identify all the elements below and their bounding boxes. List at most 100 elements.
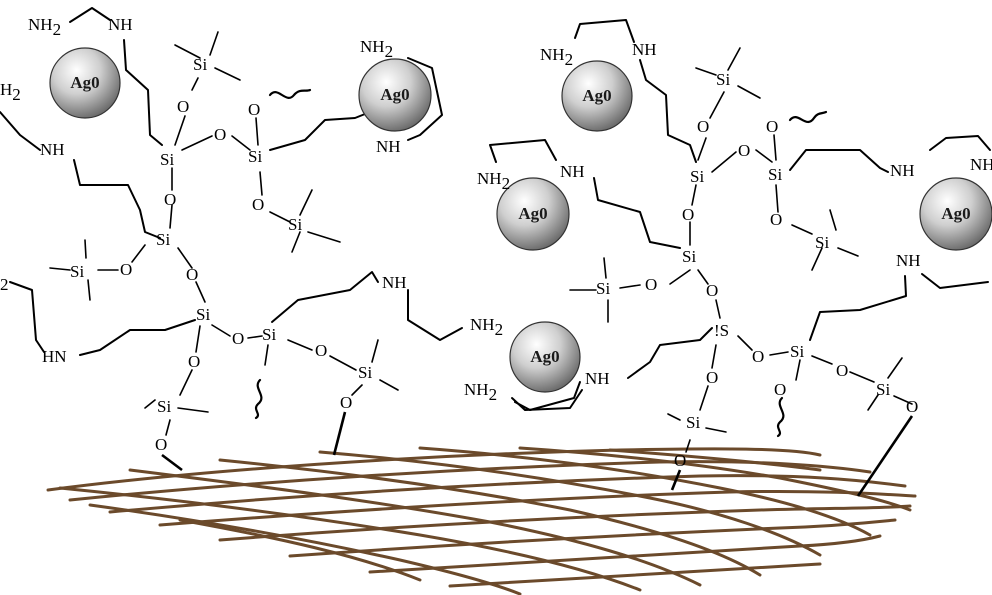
o-label: O (232, 329, 244, 348)
si-label: Si (157, 397, 171, 416)
o-label: O (697, 117, 709, 136)
silver-nanoparticle: Ag0 (49, 47, 121, 119)
si-label: Si (262, 325, 276, 344)
wavy-bond (268, 88, 312, 99)
o-label: O (674, 451, 686, 470)
right-cluster-labels: NH2 NH Si O Si O O Si NH NH O Si NH2 NH … (464, 40, 992, 470)
o-label: O (766, 117, 778, 136)
si-label: Si (876, 380, 890, 399)
nh-edge-label: NH (970, 155, 992, 174)
si-label: Si (193, 55, 207, 74)
ag-label: Ag0 (530, 347, 559, 366)
mesh-thread (58, 486, 642, 592)
nh-label: NH (376, 137, 401, 156)
nh-label: NH (890, 161, 915, 180)
wavy-bond (254, 378, 263, 420)
mesh-thread (318, 450, 822, 557)
nh2-label: NH2 (360, 37, 393, 61)
nh2-label: NH2 (464, 380, 497, 404)
o-label: O (214, 125, 226, 144)
nh-label: NH (896, 251, 921, 270)
si-label: Si (690, 167, 704, 186)
mesh-thread (108, 474, 907, 514)
o-label: O (248, 100, 260, 119)
mesh-thread (448, 562, 822, 588)
nh-label: NH (108, 15, 133, 34)
mesh-thread (518, 446, 912, 512)
mesh-thread (68, 460, 872, 502)
nh2-label: NH2 (470, 315, 503, 339)
mesh-thread (218, 458, 762, 577)
left-cluster-bonds (0, 7, 463, 472)
mesh-thread (218, 504, 912, 542)
wavy-bond (776, 396, 785, 438)
o-label: O (186, 265, 198, 284)
o-label: O (155, 435, 167, 454)
silver-nanoparticle: Ag0 (509, 321, 581, 393)
nh2-label: NH2 (28, 15, 61, 39)
si-label: Si (248, 147, 262, 166)
mesh-thread (88, 503, 522, 595)
o-label: O (774, 380, 786, 399)
polymer-continuation-marks (254, 88, 828, 438)
o-label: O (836, 361, 848, 380)
si-label: Si (156, 230, 170, 249)
si-label: Si (682, 247, 696, 266)
silver-nanoparticle: Ag0 (496, 177, 570, 251)
si-label: Si (815, 233, 829, 252)
si-flipped-label: !S (714, 321, 729, 340)
o-label: O (252, 195, 264, 214)
nh-label: NH (632, 40, 657, 59)
nh-label: NH (560, 162, 585, 181)
hn-label: HN (42, 347, 67, 366)
left-cluster-labels: NH2 NH H2 Si O Si O O Si NH2 NH O Si NH … (0, 15, 503, 454)
o-label: O (340, 393, 352, 412)
nh2-label: NH2 (477, 169, 510, 193)
ag-label: Ag0 (582, 86, 611, 105)
o-label: O (752, 347, 764, 366)
h2-edge-label: 2 (0, 275, 9, 294)
si-label: Si (596, 279, 610, 298)
si-label: Si (686, 413, 700, 432)
o-label: O (645, 275, 657, 294)
si-label: Si (288, 215, 302, 234)
ag-label: Ag0 (380, 85, 409, 104)
o-label: O (188, 352, 200, 371)
wavy-bond (788, 110, 828, 124)
mesh-thread (178, 518, 422, 582)
o-label: O (164, 190, 176, 209)
o-label: O (177, 97, 189, 116)
ag-label: Ag0 (70, 73, 99, 92)
mesh-thread (418, 446, 872, 537)
o-label: O (315, 341, 327, 360)
ag-label: Ag0 (518, 204, 547, 223)
silver-nanoparticle: Ag0 (561, 60, 633, 132)
o-label: O (770, 210, 782, 229)
si-label: Si (160, 150, 174, 169)
h2-edge-label: H2 (0, 80, 21, 104)
si-label: Si (196, 305, 210, 324)
si-label: Si (358, 363, 372, 382)
si-label: Si (768, 165, 782, 184)
si-label: Si (70, 262, 84, 281)
ag-label: Ag0 (941, 204, 970, 223)
nh2-label: NH2 (540, 45, 573, 69)
fabric-mesh-substrate (46, 446, 917, 595)
nh-label: NH (40, 140, 65, 159)
mesh-thread (288, 518, 897, 558)
mesh-thread (368, 534, 882, 574)
o-label: O (738, 141, 750, 160)
o-label: O (906, 397, 918, 416)
si-label: Si (716, 70, 730, 89)
silver-nanoparticle: Ag0 (919, 177, 992, 251)
mesh-thread (128, 468, 702, 587)
right-cluster-bonds (489, 19, 991, 497)
o-label: O (120, 260, 132, 279)
silver-nanoparticle: Ag0 (358, 58, 432, 132)
o-label: O (706, 368, 718, 387)
nh-label: NH (585, 369, 610, 388)
mesh-thread (608, 448, 822, 472)
o-label: O (706, 281, 718, 300)
o-label: O (682, 205, 694, 224)
